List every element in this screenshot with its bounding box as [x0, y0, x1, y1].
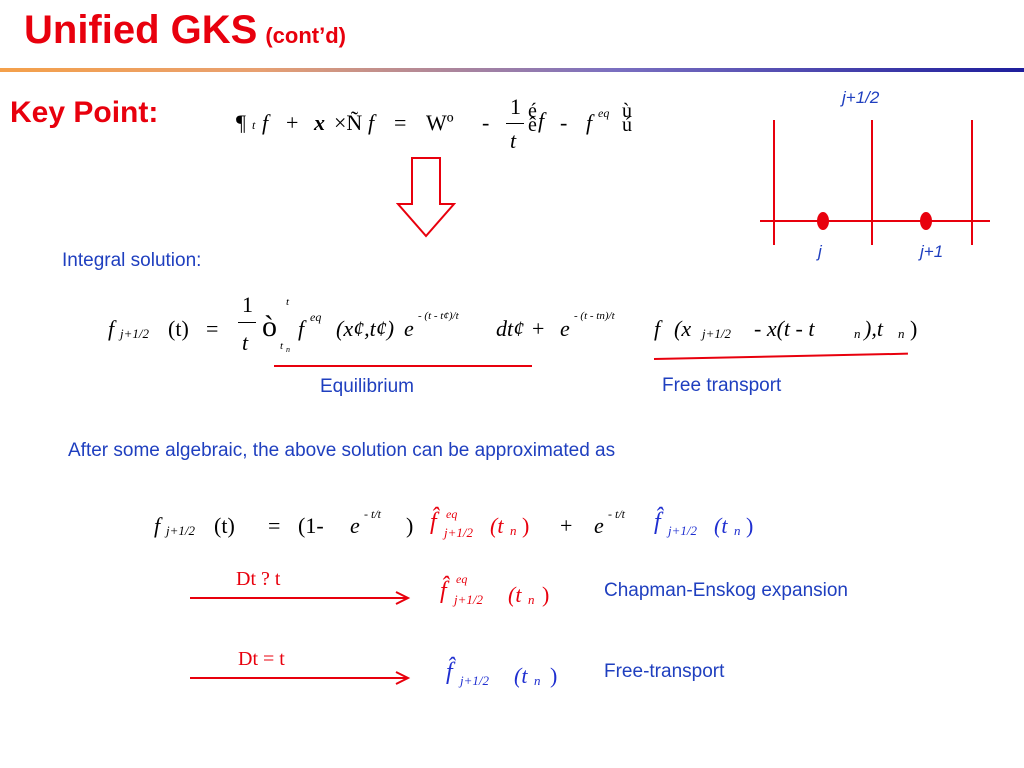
approximation-text: After some algebraic, the above solution…	[68, 440, 616, 461]
eq-partial: ¶	[236, 110, 246, 135]
title-subtitle: (cont’d)	[265, 23, 346, 48]
eq-plus: +	[286, 110, 299, 135]
down-arrow-icon	[396, 157, 456, 238]
case1-result: f̂ eq j+1/2 (t n )	[440, 572, 550, 607]
eq-f1: f	[262, 110, 269, 135]
eq-frac-den: t	[510, 128, 517, 153]
cell-j1-dot	[920, 212, 932, 230]
eq-f4: f	[586, 110, 593, 135]
equilibrium-label: Equilibrium	[320, 376, 414, 397]
eq-t-sub: t	[252, 118, 256, 132]
eq-bracket-open-top: é	[528, 100, 537, 122]
free-transport-case-label: Free-transport	[604, 661, 725, 682]
eq-minus: -	[482, 110, 490, 135]
eq-frac-num: 1	[510, 94, 521, 119]
eq-bracket-open-bot: ê	[528, 114, 537, 136]
slide-title: Unified GKS (cont’d)	[24, 8, 346, 53]
eq-bracket-close-top: ù	[622, 100, 632, 122]
title-underline	[0, 68, 1024, 72]
approx-equation: f j+1/2 (t) = (1- e - t/t ) f̂ eq j+1/2 …	[154, 507, 754, 540]
eq-feq-sup: eq	[598, 106, 610, 120]
case1-arrow-icon	[190, 591, 411, 605]
key-point-label: Key Point:	[10, 96, 159, 129]
cell-label-j: j	[818, 242, 822, 261]
cell-label-j1: j+1	[920, 242, 944, 261]
free-transport-label: Free transport	[662, 375, 782, 396]
eq-omega: Wº	[426, 110, 454, 135]
chapman-enskog-label: Chapman-Enskog expansion	[604, 580, 848, 601]
case2-arrow-icon	[190, 671, 411, 685]
cell-diagram-label-top: j+1/2	[842, 88, 880, 107]
case2-condition: Dt = t	[238, 648, 285, 670]
eq-equals: =	[394, 110, 407, 135]
cell-j-dot	[817, 212, 829, 230]
eq-f2: f	[368, 110, 375, 135]
eq-minus2: -	[560, 110, 568, 135]
title-text: Unified GKS	[24, 8, 258, 52]
eq-dot-nabla: ×Ñ	[334, 110, 363, 135]
case1-condition: Dt ? t	[236, 568, 281, 590]
integral-solution-label: Integral solution:	[62, 250, 202, 271]
eq-f3: f	[538, 108, 545, 133]
eq-frac-bar	[506, 123, 524, 124]
integral-equation: f j+1/2 (t) = 1 t t ò t n f eq (x¢,t¢) e…	[108, 292, 918, 355]
eq-xi: x	[314, 110, 325, 135]
cell-diagram	[760, 120, 990, 245]
case2-result: f̂ j+1/2 (t n )	[446, 659, 558, 688]
equilibrium-underline	[274, 365, 532, 367]
eq-bracket-close-bot: ú	[622, 114, 632, 136]
